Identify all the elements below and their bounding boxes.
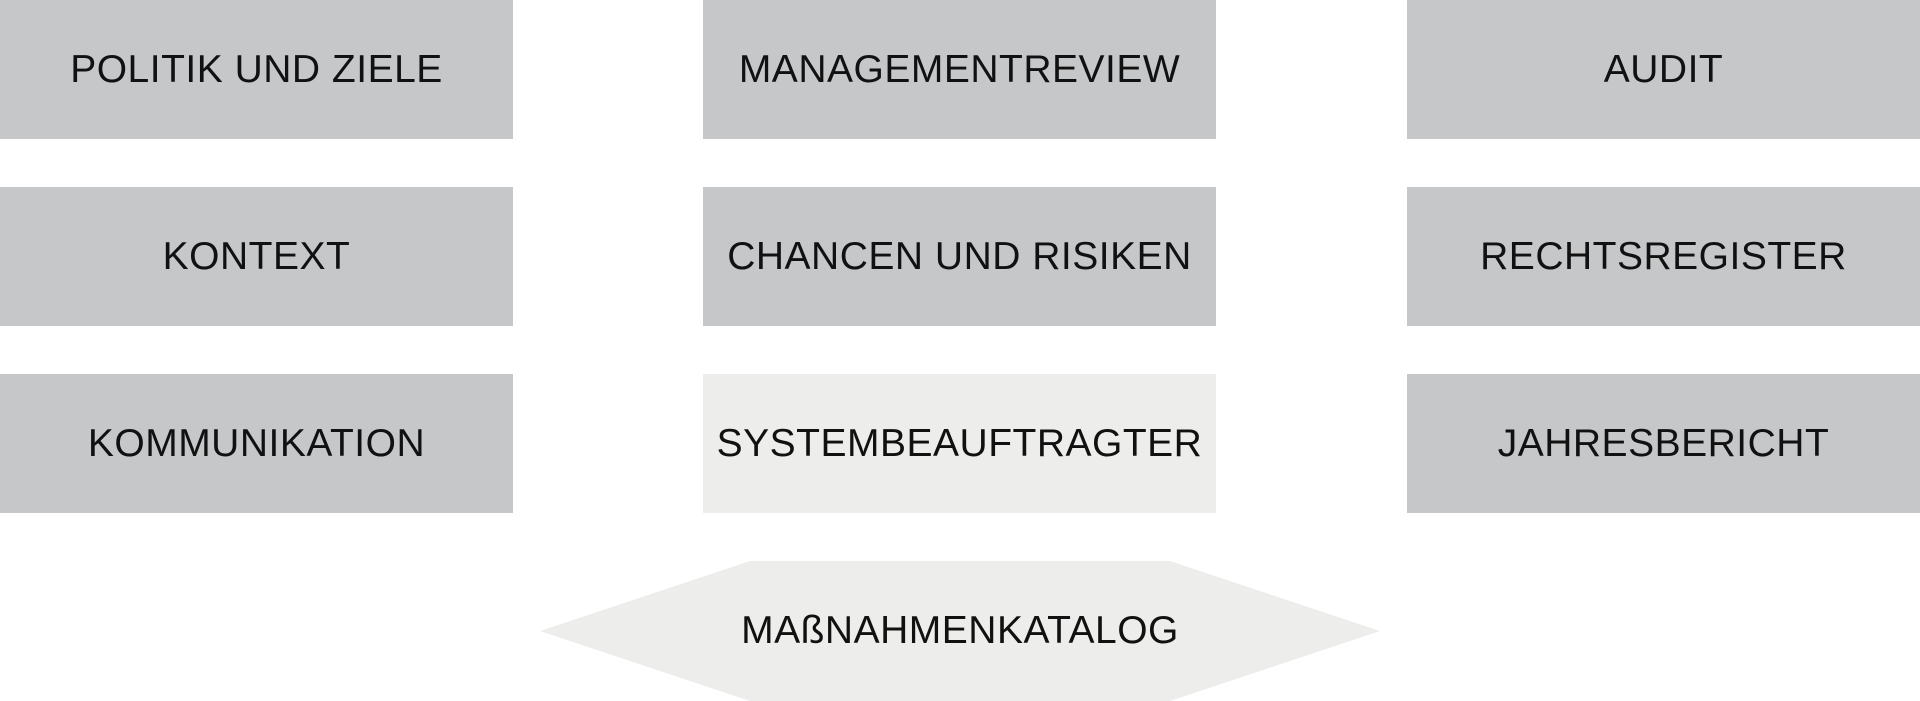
tile-label: KOMMUNIKATION (87, 421, 426, 465)
tile-label: POLITIK UND ZIELE (70, 47, 443, 91)
hexagon-shape (540, 561, 1380, 701)
tile-label: KONTEXT (162, 234, 351, 278)
tile-rechtsregister[interactable]: RECHTSREGISTER (1407, 187, 1920, 326)
tile-label: MANAGEMENTREVIEW (738, 47, 1181, 91)
tile-label: CHANCEN UND RISIKEN (727, 234, 1192, 278)
tile-systembeauftragter[interactable]: SYSTEMBEAUFTRAGTER (703, 374, 1216, 513)
tile-kontext[interactable]: KONTEXT (0, 187, 513, 326)
tile-audit[interactable]: AUDIT (1407, 0, 1920, 139)
hexagon-label: MAßNAHMENKATALOG (741, 609, 1179, 652)
hexagon-massnahmenkatalog[interactable]: MAßNAHMENKATALOG (540, 561, 1380, 701)
tile-kommunikation[interactable]: KOMMUNIKATION (0, 374, 513, 513)
tile-chancen-und-risiken[interactable]: CHANCEN UND RISIKEN (703, 187, 1216, 326)
tile-label: RECHTSREGISTER (1480, 234, 1847, 278)
tile-label: SYSTEMBEAUFTRAGTER (716, 421, 1203, 465)
tile-jahresbericht[interactable]: JAHRESBERICHT (1407, 374, 1920, 513)
tile-politik-und-ziele[interactable]: POLITIK UND ZIELE (0, 0, 513, 139)
tile-managementreview[interactable]: MANAGEMENTREVIEW (703, 0, 1216, 139)
tile-label: AUDIT (1603, 47, 1724, 91)
tile-label: JAHRESBERICHT (1497, 421, 1830, 465)
